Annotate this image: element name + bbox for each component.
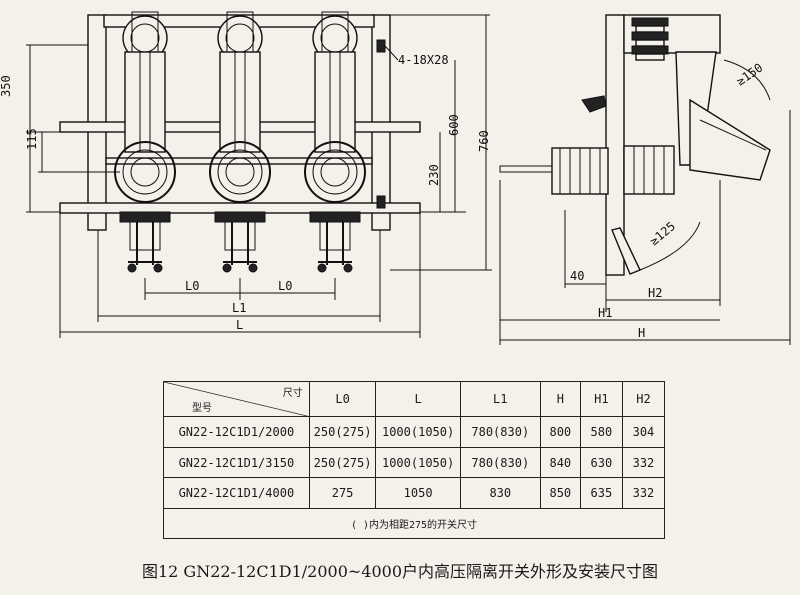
cell-L: 1000(1050) xyxy=(375,446,461,479)
header-H2: H2 xyxy=(621,380,666,418)
cell-H1: 580 xyxy=(579,416,623,448)
cell-L1: 780(830) xyxy=(459,416,541,448)
cell-L0: 250(275) xyxy=(308,446,377,479)
holes-label: 4-18X28 xyxy=(398,53,449,67)
cell-H1: 635 xyxy=(579,477,623,509)
side-view: ≥150 ≥125 40 H2 H1 H xyxy=(499,14,791,345)
table-corner-cell: 尺寸 型号 xyxy=(163,380,310,418)
dim-350-label: 350 xyxy=(0,75,13,97)
cell-H: 850 xyxy=(539,477,581,509)
phase-assembly-3 xyxy=(304,11,366,273)
cell-L1: 780(830) xyxy=(459,446,541,479)
corner-top-label: 尺寸 xyxy=(282,388,303,399)
corner-bottom-label: 型号 xyxy=(192,403,212,415)
cell-L1: 830 xyxy=(459,477,541,509)
table-header-row: 尺寸 型号 L0 L L1 H H1 H2 xyxy=(163,380,666,418)
model-cell: GN22-12C1D1/4000 xyxy=(163,477,310,509)
spec-table: 尺寸 型号 L0 L L1 H H1 H2 GN22-12C1D1/2000 2… xyxy=(163,380,666,540)
header-L0: L0 xyxy=(308,380,377,418)
dim-L-label: L xyxy=(236,318,243,332)
dim-H-label: H xyxy=(638,326,645,340)
dim-L1-label: L1 xyxy=(232,301,246,315)
cell-H2: 332 xyxy=(621,446,666,479)
header-H: H xyxy=(539,380,581,418)
model-cell: GN22-12C1D1/3150 xyxy=(163,446,310,479)
dim-H2-label: H2 xyxy=(648,286,662,300)
header-L1: L1 xyxy=(459,380,541,418)
table-note-row: ( )内为相距275的开关尺寸 xyxy=(163,507,665,540)
cell-H2: 304 xyxy=(621,416,666,448)
cell-L: 1050 xyxy=(375,477,461,509)
cell-L0: 275 xyxy=(308,477,377,509)
table-note: ( )内为相距275的开关尺寸 xyxy=(163,507,665,540)
table-row: GN22-12C1D1/4000 275 1050 830 850 635 33… xyxy=(163,477,666,509)
table-row: GN22-12C1D1/2000 250(275) 1000(1050) 780… xyxy=(163,416,666,448)
angle-125-label: ≥125 xyxy=(647,219,678,248)
corner-diagonal xyxy=(164,382,309,417)
cell-H1: 630 xyxy=(579,446,623,479)
header-H1: H1 xyxy=(579,380,623,418)
model-cell: GN22-12C1D1/2000 xyxy=(163,416,310,448)
figure-caption: 图12 GN22-12C1D1/2000~4000户内高压隔离开关外形及安装尺寸… xyxy=(141,562,659,581)
installation-drawing: 350 115 600 760 230 4-18X28 L0 L0 L1 L xyxy=(0,11,791,345)
phase-assembly-1 xyxy=(114,11,176,273)
cell-L0: 250(275) xyxy=(308,416,377,448)
dim-L0-right-label: L0 xyxy=(278,279,292,293)
dim-H1-label: H1 xyxy=(598,306,612,320)
cell-H: 800 xyxy=(539,416,581,448)
dim-600-label: 600 xyxy=(447,114,461,136)
phase-assembly-2 xyxy=(209,11,271,273)
table-row: GN22-12C1D1/3150 250(275) 1000(1050) 780… xyxy=(163,446,666,479)
dim-40-label: 40 xyxy=(570,269,584,283)
dim-L0-left-label: L0 xyxy=(185,279,199,293)
angle-150-label: ≥150 xyxy=(734,60,766,88)
cell-H: 840 xyxy=(539,446,581,479)
dim-115-label: 115 xyxy=(25,128,39,150)
cell-H2: 332 xyxy=(621,477,666,509)
dim-230-label: 230 xyxy=(427,164,441,186)
dim-760-label: 760 xyxy=(477,130,491,152)
header-L: L xyxy=(375,380,461,418)
cell-L: 1000(1050) xyxy=(375,416,461,448)
front-view: 350 115 600 760 230 4-18X28 L0 L0 L1 L xyxy=(0,11,492,338)
